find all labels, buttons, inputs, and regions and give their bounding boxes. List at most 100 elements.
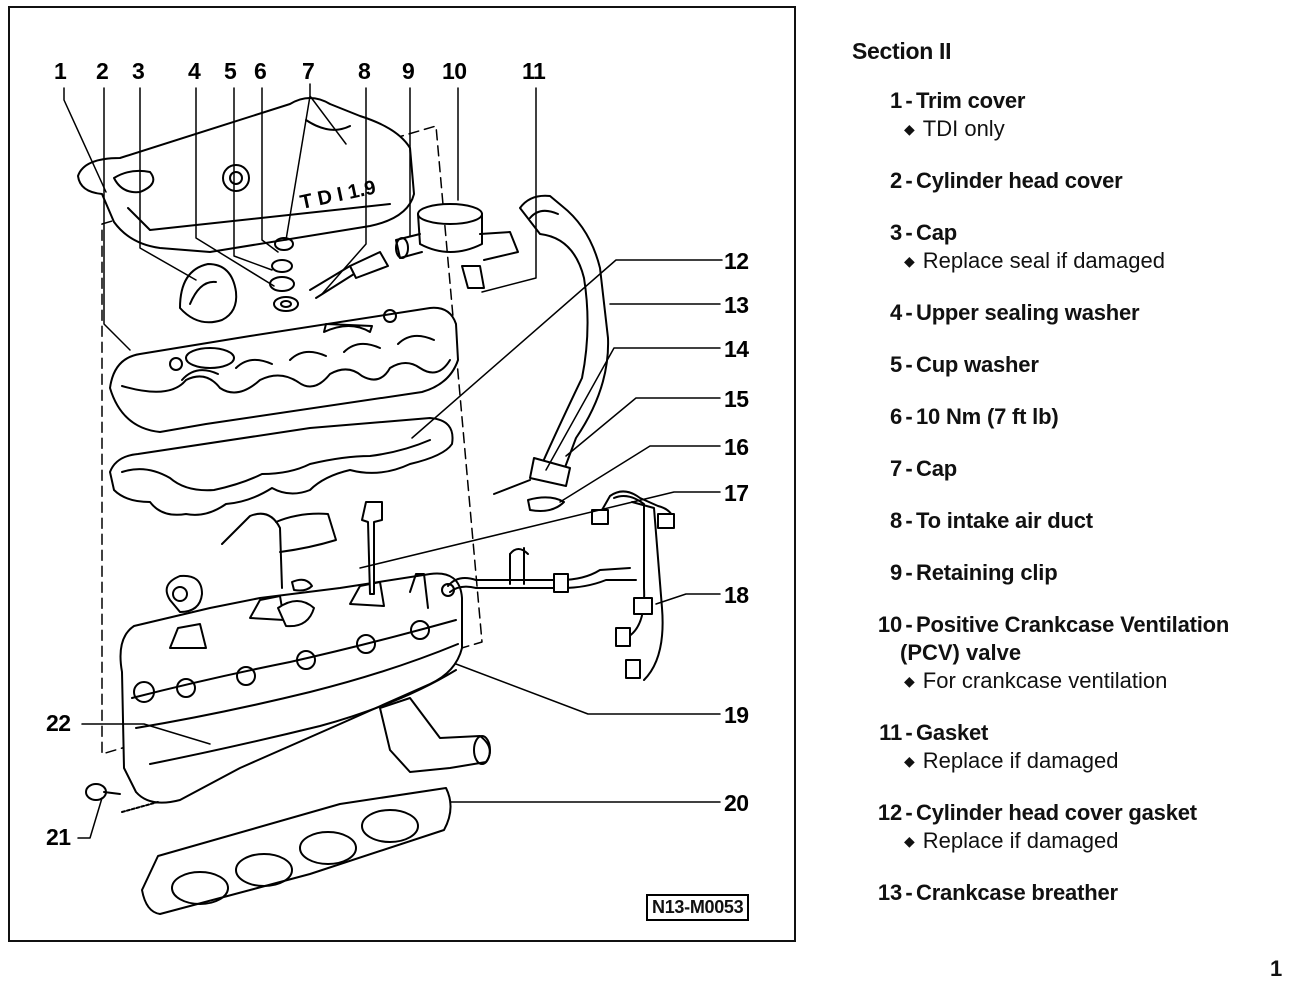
callout-15: 15 [724, 386, 749, 412]
legend-note: ◆ Replace if damaged [852, 827, 1282, 855]
legend-separator: - [905, 404, 913, 429]
legend-number: 8 [889, 508, 902, 533]
callout-9: 9 [402, 58, 415, 84]
legend-label: To intake air duct [916, 508, 1093, 533]
legend-separator: - [905, 508, 913, 533]
legend-separator: - [905, 800, 913, 825]
legend-label: Trim cover [916, 88, 1026, 113]
trim-cover-part: T D I 1.9 [77, 97, 415, 253]
legend-item: 6-10 Nm (7 ft lb) [852, 403, 1282, 431]
legend-line: 4-Upper sealing washer [852, 299, 1282, 327]
washers-part [269, 237, 389, 312]
legend-note: ◆ TDI only [852, 115, 1282, 143]
callout-20: 20 [724, 790, 749, 816]
ring-16 [527, 496, 565, 512]
bolt-part [85, 783, 159, 813]
legend-label: Positive Crankcase Ventilation [916, 612, 1230, 637]
page-number: 1 [1270, 956, 1283, 981]
diamond-bullet-icon: ◆ [904, 753, 915, 769]
legend-item: 8-To intake air duct [852, 507, 1282, 535]
legend-line: 10-Positive Crankcase Ventilation [852, 611, 1282, 639]
legend-separator: - [905, 720, 913, 745]
legend-item: 7-Cap [852, 455, 1282, 483]
legend-label: Crankcase breather [916, 880, 1118, 905]
callout-12: 12 [724, 248, 749, 274]
legend-note-text: Replace if damaged [922, 828, 1119, 853]
diamond-bullet-icon: ◆ [904, 833, 915, 849]
legend-number: 13 [877, 880, 902, 905]
head-cover-gasket-part [109, 417, 454, 516]
legend-line: 2-Cylinder head cover [852, 167, 1282, 195]
legend-number: 11 [879, 720, 902, 745]
legend-separator: - [905, 168, 913, 193]
legend-note: ◆Replace if damaged [852, 747, 1282, 775]
injector-pipes-part [441, 490, 675, 681]
callout-3: 3 [132, 58, 145, 84]
legend-item: 1-Trim cover◆TDI only [852, 87, 1282, 143]
callout-6: 6 [254, 58, 267, 84]
legend-item: 9-Retaining clip [852, 559, 1282, 587]
legend-label: Upper sealing washer [916, 300, 1140, 325]
callout-10: 10 [442, 58, 467, 84]
figure-id: N13-M0053 [646, 894, 750, 921]
callout-16: 16 [724, 434, 749, 460]
pcv-valve-part [395, 203, 519, 289]
legend-label: Gasket [916, 720, 989, 745]
legend-separator: - [905, 880, 913, 905]
diamond-bullet-icon: ◆ [904, 121, 915, 137]
legend-label: 10 Nm (7 ft lb) [916, 404, 1059, 429]
callout-17: 17 [724, 480, 749, 506]
legend-number: 7 [889, 456, 902, 481]
legend-line: 5-Cup washer [852, 351, 1282, 379]
legend-label: Cylinder head cover gasket [916, 800, 1197, 825]
legend-line: 1-Trim cover [852, 87, 1282, 115]
callout-8: 8 [358, 58, 371, 84]
legend-line: 6-10 Nm (7 ft lb) [852, 403, 1282, 431]
legend-number: 6 [889, 404, 902, 429]
legend-separator: - [905, 456, 913, 481]
legend-number: 1 [889, 88, 902, 113]
cylinder-head-cover-part [109, 306, 459, 433]
legend-number: 9 [889, 560, 902, 585]
legend-number: 4 [889, 300, 902, 325]
legend-item: 2-Cylinder head cover [852, 167, 1282, 195]
legend-number: 2 [889, 168, 902, 193]
diamond-bullet-icon: ◆ [904, 673, 915, 689]
callout-4: 4 [188, 58, 201, 84]
legend-item: 4-Upper sealing washer [852, 299, 1282, 327]
legend-line: 9-Retaining clip [852, 559, 1282, 587]
callout-11: 11 [522, 58, 546, 84]
legend-label: Cup washer [916, 352, 1039, 377]
callout-1: 1 [54, 58, 67, 84]
legend-item: 5-Cup washer [852, 351, 1282, 379]
legend-line: 12-Cylinder head cover gasket [852, 799, 1282, 827]
legend-label-continued: (PCV) valve [900, 640, 1022, 665]
legend-number: 10 [877, 612, 902, 637]
legend-item: 10-Positive Crankcase Ventilation(PCV) v… [852, 611, 1282, 695]
legend-separator: - [905, 352, 913, 377]
legend-label: Cap [916, 220, 957, 245]
legend-note-text: TDI only [922, 116, 1005, 141]
legend-item: 13-Crankcase breather [852, 879, 1282, 907]
oil-cap-part [179, 263, 238, 324]
legend-note: ◆Replace seal if damaged [852, 247, 1282, 275]
legend-item: 12-Cylinder head cover gasket◆Replace if… [852, 799, 1282, 855]
legend-note: ◆For crankcase ventilation [852, 667, 1282, 695]
section-title: Section II [852, 38, 952, 64]
legend-item: 11-Gasket◆Replace if damaged [852, 719, 1282, 775]
legend-line: 3-Cap [852, 219, 1282, 247]
callout-18: 18 [724, 582, 749, 608]
callout-19: 19 [724, 702, 749, 728]
legend-separator: - [905, 88, 913, 113]
callout-7: 7 [302, 58, 315, 84]
cylinder-head-part [119, 512, 491, 804]
legend-label: Cap [916, 456, 957, 481]
callout-13: 13 [724, 292, 749, 318]
legend-line: 7-Cap [852, 455, 1282, 483]
callout-14: 14 [724, 336, 749, 362]
legend-number: 12 [877, 800, 902, 825]
breather-hose-part [493, 194, 610, 495]
legend-label: Retaining clip [916, 560, 1058, 585]
